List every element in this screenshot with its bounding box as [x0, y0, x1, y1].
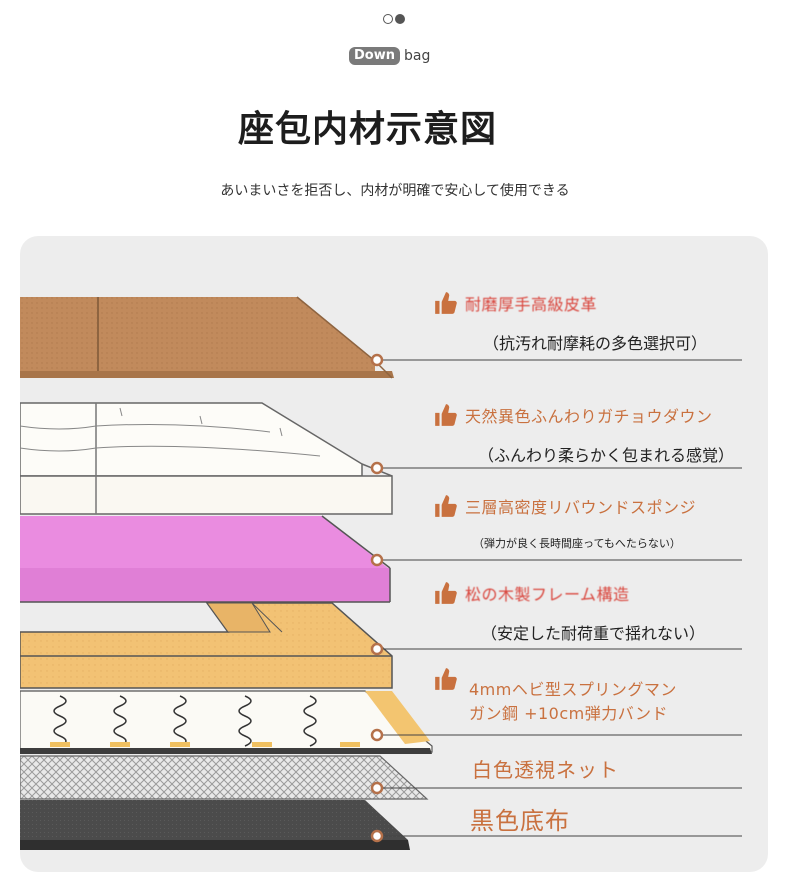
- layer-sub-text: （ふんわり柔らかく包まれる感覚）: [478, 446, 735, 465]
- layer-label-base: 黒色底布: [470, 801, 570, 836]
- carousel-indicator[interactable]: [383, 14, 405, 24]
- layer-main-text: 白色透視ネット: [472, 758, 619, 782]
- layer-label-net: 白色透視ネット: [472, 754, 619, 783]
- layer-label-down: 天然異色ふんわりガチョウダウン （ふんわり柔らかく包まれる感覚）: [433, 402, 734, 466]
- layer-label-wood: 松の木製フレーム構造 （安定した耐荷重で揺れない）: [433, 580, 705, 644]
- ring-marker-icon: [370, 781, 384, 795]
- spring-layer: [20, 690, 433, 754]
- thumbs-up-icon: [435, 668, 457, 690]
- leather-layer: [20, 296, 394, 379]
- sponge-layer: [20, 515, 391, 603]
- carousel-dot-inactive-icon[interactable]: [383, 14, 393, 24]
- wood-frame-layer: [20, 602, 393, 689]
- layer-sub-text: （安定した耐荷重で揺れない）: [481, 624, 706, 643]
- layer-main-text: 耐磨厚手高級皮革: [465, 295, 598, 314]
- thumbs-up-icon: [435, 292, 457, 314]
- layer-main-text-line2: ガン鋼 +10cm弾力バンド: [469, 704, 669, 723]
- page-subtitle: あいまいさを拒否し、内材が明確で安心して使用できる: [220, 183, 570, 199]
- layer-label-leather: 耐磨厚手高級皮革 （抗汚れ耐摩耗の多色選択可）: [433, 290, 707, 354]
- page-title: 座包内材示意図: [237, 109, 497, 150]
- layer-sub-text: （抗汚れ耐摩耗の多色選択可）: [483, 334, 708, 353]
- thumbs-up-icon: [435, 495, 457, 517]
- layer-sub-text: （弾力が良く長時間座ってもへたらない）: [473, 537, 681, 550]
- layer-main-text: 黒色底布: [470, 807, 570, 835]
- ring-marker-icon: [370, 728, 384, 742]
- net-layer: [20, 755, 429, 800]
- thumbs-up-icon: [435, 404, 457, 426]
- ring-marker-icon: [370, 829, 384, 843]
- tag-pill: Down: [349, 47, 400, 65]
- layer-main-text: 天然異色ふんわりガチョウダウン: [465, 407, 713, 426]
- down-layer: [20, 402, 393, 515]
- carousel-dot-active-icon[interactable]: [395, 14, 405, 24]
- base-cloth-layer: [20, 800, 410, 850]
- ring-marker-icon: [370, 353, 384, 367]
- layer-label-sponge: 三層高密度リバウンドスポンジ （弾力が良く長時間座ってもへたらない）: [433, 493, 696, 551]
- ring-marker-icon: [370, 642, 384, 656]
- tag-word: bag: [404, 48, 431, 64]
- thumbs-up-icon: [435, 582, 457, 604]
- brand-tag: Down bag: [349, 47, 430, 65]
- layer-label-spring: 4mmヘビ型スプリングマン ガン鋼 +10cm弾力バンド: [433, 666, 677, 724]
- ring-marker-icon: [370, 553, 384, 567]
- layer-main-text: 松の木製フレーム構造: [465, 585, 630, 604]
- ring-marker-icon: [370, 461, 384, 475]
- layer-main-text: 三層高密度リバウンドスポンジ: [465, 498, 697, 517]
- leader-lines: [370, 353, 742, 843]
- cushion-layers-illustration: [20, 296, 433, 850]
- layer-main-text-line1: 4mmヘビ型スプリングマン: [469, 680, 677, 699]
- diagram-panel: 耐磨厚手高級皮革 （抗汚れ耐摩耗の多色選択可） 天然異色ふんわりガチョウダウン …: [20, 236, 768, 872]
